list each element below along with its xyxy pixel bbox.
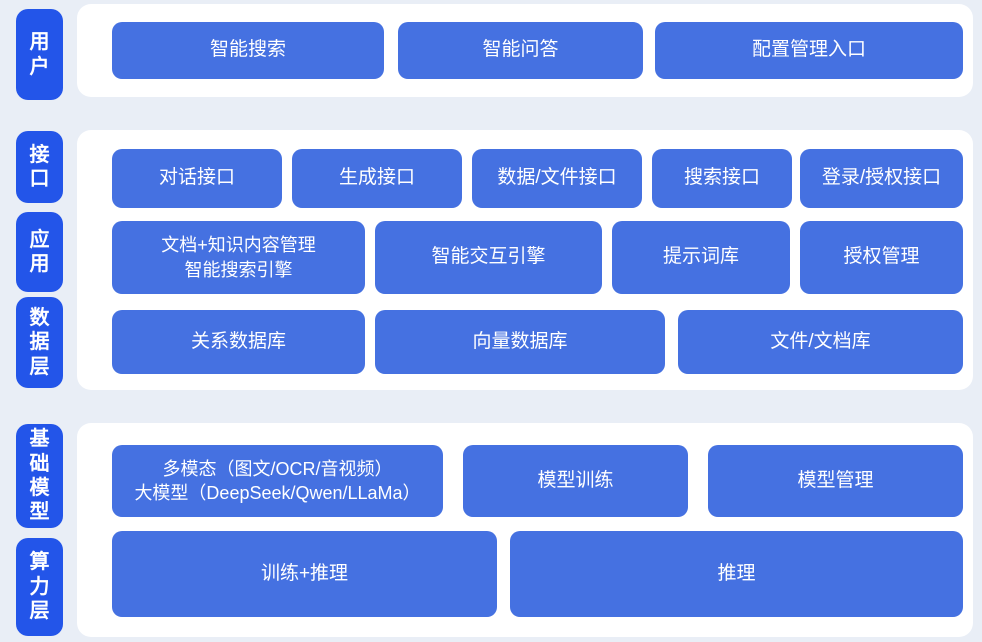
rail-label-interface-text: 接口: [29, 143, 50, 190]
box-doc-knowledge-search-engine: 文档+知识内容管理 智能搜索引擎: [112, 221, 365, 294]
box-training-inference: 训练+推理: [112, 531, 497, 617]
rail-label-data-layer-text: 数据层: [29, 306, 50, 378]
rail-label-interface: 接口: [16, 131, 63, 203]
box-auth-management: 授权管理: [800, 221, 963, 294]
rail-label-user-text: 用户: [29, 31, 50, 78]
rail-label-user: 用户: [16, 9, 63, 100]
box-generation-api: 生成接口: [292, 149, 462, 208]
box-multimodal-llm: 多模态（图文/OCR/音视频） 大模型（DeepSeek/Qwen/LLaMa）: [112, 445, 443, 517]
box-data-file-api: 数据/文件接口: [472, 149, 642, 208]
box-multimodal-llm-line1: 多模态（图文/OCR/音视频）: [162, 458, 393, 479]
rail-label-application: 应用: [16, 212, 63, 292]
box-interactive-engine: 智能交互引擎: [375, 221, 602, 294]
box-vector-db: 向量数据库: [375, 310, 665, 374]
box-smart-search: 智能搜索: [112, 22, 384, 79]
box-file-doc-store: 文件/文档库: [678, 310, 963, 374]
box-relational-db: 关系数据库: [112, 310, 365, 374]
box-search-api: 搜索接口: [652, 149, 792, 208]
box-multimodal-llm-line2: 大模型（DeepSeek/Qwen/LLaMa）: [134, 483, 421, 503]
rail-label-base-model-text: 基础模型: [29, 428, 50, 524]
box-dialog-api: 对话接口: [112, 149, 282, 208]
box-smart-qa: 智能问答: [398, 22, 643, 79]
rail-label-base-model: 基础模型: [16, 424, 63, 528]
box-config-admin-entry: 配置管理入口: [655, 22, 963, 79]
rail-label-compute-layer: 算力层: [16, 538, 63, 636]
box-model-training: 模型训练: [463, 445, 688, 517]
box-prompt-library: 提示词库: [612, 221, 790, 294]
box-model-management: 模型管理: [708, 445, 963, 517]
rail-label-compute-layer-text: 算力层: [29, 551, 50, 623]
box-inference: 推理: [510, 531, 963, 617]
box-doc-knowledge-line2: 智能搜索引擎: [184, 259, 293, 280]
box-doc-knowledge-line1: 文档+知识内容管理: [161, 235, 316, 256]
rail-label-application-text: 应用: [29, 228, 50, 275]
box-login-auth-api: 登录/授权接口: [800, 149, 963, 208]
rail-label-data-layer: 数据层: [16, 297, 63, 388]
